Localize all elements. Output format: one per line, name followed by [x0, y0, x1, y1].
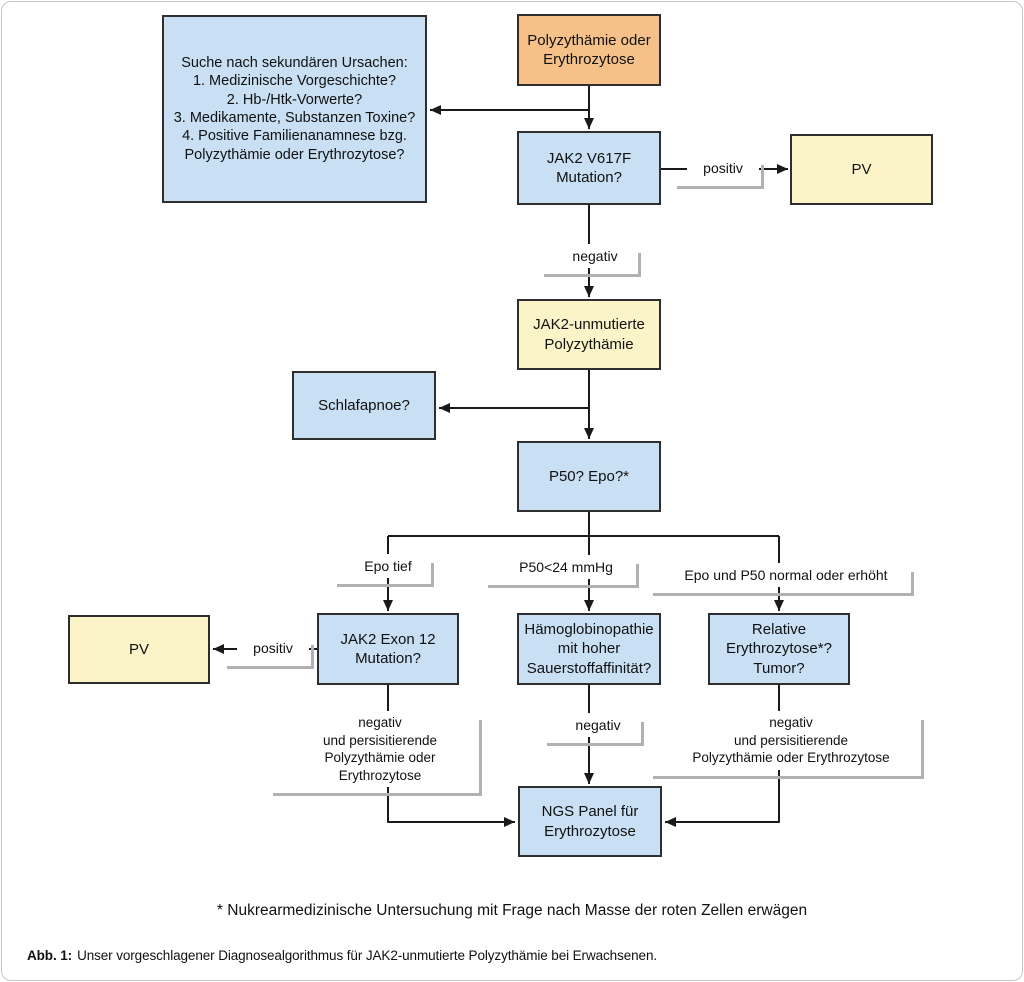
- node-jak2-v617f: JAK2 V617F Mutation?: [517, 131, 661, 205]
- node-jak2-exon12: JAK2 Exon 12 Mutation?: [317, 613, 459, 685]
- edge-label-positiv-exon12: positiv: [227, 636, 314, 670]
- edge-label-negativ-persistierend-links: negativ und persisitierende Polyzythämie…: [273, 711, 482, 797]
- node-haemoglobinopathie: Hämoglobinopathie mit hoher Sauerstoffaf…: [517, 613, 661, 685]
- edge-label-negativ-mitte: negativ: [547, 713, 644, 747]
- node-secondary-causes: Suche nach sekundären Ursachen: 1. Mediz…: [162, 15, 427, 203]
- edge-label-negativ-jak2: negativ: [544, 244, 641, 278]
- node-p50-epo: P50? Epo?*: [517, 441, 661, 512]
- caption-label: Abb. 1:: [27, 948, 73, 963]
- node-ngs-panel: NGS Panel für Erythrozytose: [518, 786, 662, 857]
- node-pv-left: PV: [68, 615, 210, 684]
- figure-caption: Abb. 1: Unser vorgeschlagener Diagnosealg…: [27, 948, 657, 963]
- edge-label-positiv-top: positiv: [677, 156, 764, 190]
- edge-label-negativ-persistierend-rechts: negativ und persisitierende Polyzythämie…: [653, 711, 924, 779]
- node-schlafapnoe: Schlafapnoe?: [292, 371, 436, 440]
- edge-label-epo-p50-normal: Epo und P50 normal oder erhöht: [653, 563, 914, 597]
- edge-label-p50-unter-24: P50<24 mmHg: [488, 555, 639, 589]
- figure-footnote: * Nukrearmedizinische Untersuchung mit F…: [216, 902, 808, 919]
- node-relative-erythrozytose: Relative Erythrozytose*? Tumor?: [708, 613, 850, 685]
- node-start-polyzythaemie: Polyzythämie oder Erythrozytose: [517, 14, 661, 86]
- edge-label-epo-tief: Epo tief: [337, 554, 434, 588]
- node-pv-top: PV: [790, 134, 933, 205]
- caption-text: Unser vorgeschlagener Diagnosealgorithmu…: [77, 948, 658, 963]
- node-jak2-unmutierte: JAK2-unmutierte Polyzythämie: [517, 299, 661, 370]
